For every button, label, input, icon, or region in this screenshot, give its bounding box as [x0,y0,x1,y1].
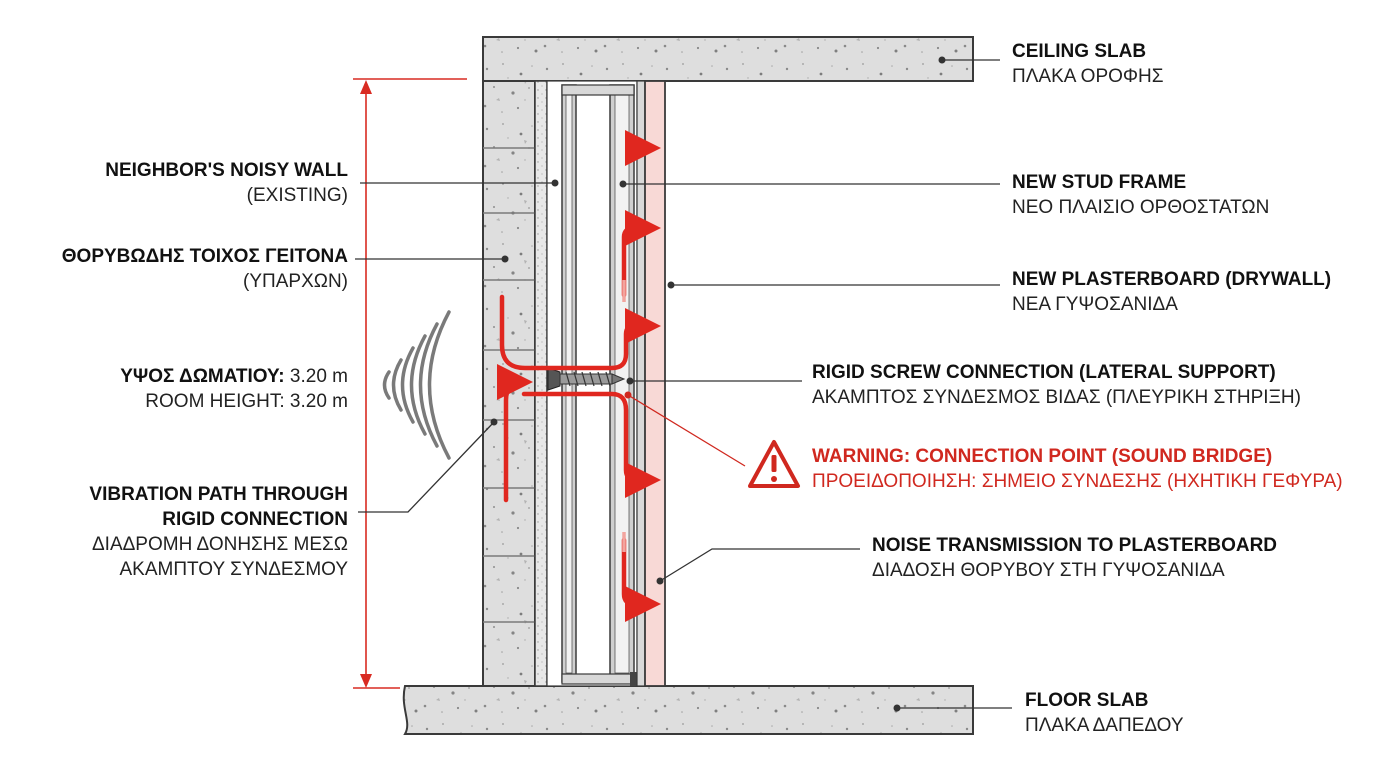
room-height-label-en: ROOM HEIGHT: 3.20 m [145,391,348,412]
floor-slab-label-gr: ΠΛΑΚΑ ΔΑΠΕΔΟΥ [1025,715,1184,736]
plasterboard-label-en: NEW PLASTERBOARD (DRYWALL) [1012,269,1331,290]
warning-leader [624,391,746,467]
stud-frame-label-en: NEW STUD FRAME [1012,172,1186,193]
neighbor-wall-label-gr: ΘΟΡΥΒΩΔΗΣ ΤΟΙΧΟΣ ΓΕΙΤΟΝΑ [62,246,349,267]
stud-frame-label-gr: ΝΕΟ ΠΛΑΙΣΙΟ ΟΡΘΟΣΤΑΤΩΝ [1012,197,1269,218]
plasterboard-label-gr: ΝΕΑ ΓΥΨΟΣΑΝΙΔΑ [1012,294,1178,315]
vibration-path-label-gr-2: ΑΚΑΜΠΤΟΥ ΣΥΝΔΕΣΜΟΥ [119,559,348,580]
neighbor-wall-sub-gr: (ΥΠΑΡΧΩΝ) [243,271,348,292]
neighbor-wall-sub-en: (EXISTING) [247,185,348,206]
sound-waves-icon [382,310,451,460]
noise-transmission-label-en: NOISE TRANSMISSION TO PLASTERBOARD [872,535,1277,556]
plasterboard [636,80,666,687]
ceiling-slab-label-en: CEILING SLAB [1012,41,1146,62]
vibration-path-label-en-2: RIGID CONNECTION [162,509,348,530]
screw-label-gr: ΑΚΑΜΠΤΟΣ ΣΥΝΔΕΣΜΟΣ ΒΙΔΑΣ (ΠΛΕΥΡΙΚΗ ΣΤΗΡΙ… [812,387,1301,408]
ceiling-slab-label-gr: ΠΛΑΚΑ ΟΡΟΦΗΣ [1012,66,1164,87]
vibration-path-label-gr-1: ΔΙΑΔΡΟΜΗ ΔΟΝΗΣΗΣ ΜΕΣΩ [92,534,348,555]
leader-lines [355,59,1012,709]
room-height-dimension [353,78,467,689]
leader-dots [490,56,946,712]
vibration-path [496,130,661,622]
floor-slab-label-en: FLOOR SLAB [1025,690,1149,711]
neighbor-wall-label-en: NEIGHBOR'S NOISY WALL [105,160,348,181]
vibration-path-label-en-1: VIBRATION PATH THROUGH [89,484,348,505]
screw-label-en: RIGID SCREW CONNECTION (LATERAL SUPPORT) [812,362,1276,383]
room-height-label-gr: ΥΨΟΣ ΔΩΜΑΤΙΟΥ: 3.20 m [120,366,348,387]
screw-icon [547,367,626,391]
warning-label-gr: ΠΡΟΕΙΔΟΠΟΙΗΣΗ: ΣΗΜΕΙΟ ΣΥΝΔΕΣΗΣ (ΗΧΗΤΙΚΗ … [812,471,1343,492]
noise-transmission-label-gr: ΔΙΑΔΟΣΗ ΘΟΡΥΒΟΥ ΣΤΗ ΓΥΨΟΣΑΝΙΔΑ [872,560,1225,581]
floor-slab [402,685,974,735]
room-height-gr-value: 3.20 m [285,366,348,387]
warning-label-en: WARNING: CONNECTION POINT (SOUND BRIDGE) [812,446,1272,467]
warning-triangle-icon [748,440,800,488]
room-height-gr-bold: ΥΨΟΣ ΔΩΜΑΤΙΟΥ: [120,366,284,387]
ceiling-slab [482,36,974,82]
